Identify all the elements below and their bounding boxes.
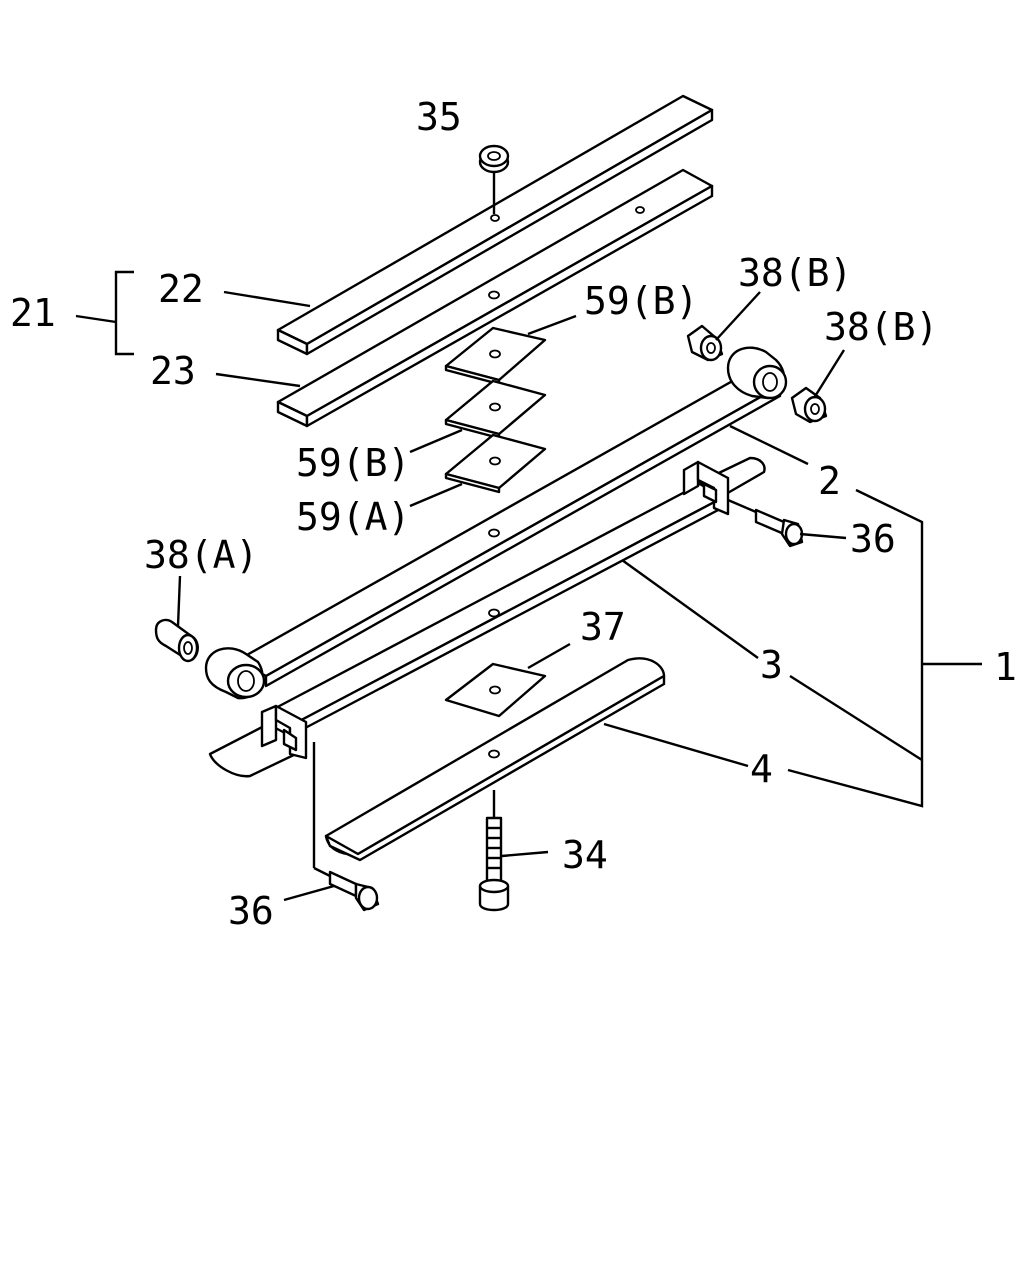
center-bolt-34 <box>478 790 510 912</box>
leaf-3 <box>208 456 766 778</box>
spacer-59b-mid <box>444 379 547 440</box>
label-34: 34 <box>562 833 608 877</box>
label-4: 4 <box>750 747 773 791</box>
label-59a: 59(A) <box>296 495 410 539</box>
bushing-38b-right <box>790 386 828 424</box>
label-59b-top: 59(B) <box>584 279 698 323</box>
label-38a: 38(A) <box>144 533 258 577</box>
label-1: 1 <box>994 645 1017 689</box>
main-leaf-2 <box>204 346 788 700</box>
spacer-37 <box>444 662 547 718</box>
leaf-4 <box>324 657 666 862</box>
bushing-38b-left <box>686 324 724 362</box>
label-23: 23 <box>150 349 196 393</box>
label-22: 22 <box>158 267 204 311</box>
label-2: 2 <box>818 459 841 503</box>
label-59b-mid: 59(B) <box>296 441 410 485</box>
bolt-36-right <box>727 498 804 548</box>
label-38b-right: 38(B) <box>824 305 938 349</box>
leaf-22 <box>276 94 714 356</box>
nut-35 <box>478 144 510 214</box>
leader-lines <box>75 270 982 902</box>
label-37: 37 <box>580 605 626 649</box>
bolt-36-left <box>312 742 380 912</box>
spacer-59a <box>444 433 547 494</box>
label-36-right: 36 <box>850 517 896 561</box>
label-21: 21 <box>10 291 56 335</box>
leaf-23 <box>276 168 714 428</box>
label-3: 3 <box>760 643 783 687</box>
spacer-59b-top <box>444 326 547 386</box>
label-38b-left: 38(B) <box>738 251 852 295</box>
label-36-left: 36 <box>228 889 274 933</box>
label-35: 35 <box>416 95 462 139</box>
bushing-38a <box>154 618 199 663</box>
